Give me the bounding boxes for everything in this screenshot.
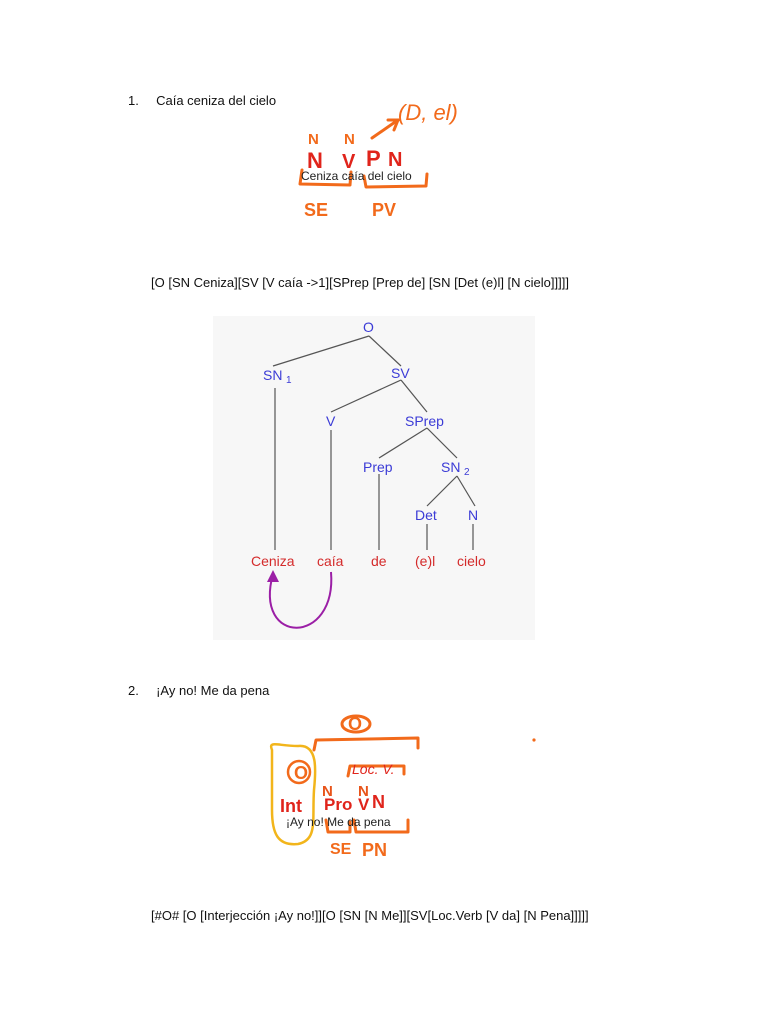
hw-paren-label: (D, el) [398,100,458,125]
handwritten-annotation-2: O O Loc. V. Int N Pro N V N SE PN [269,714,536,860]
tree-leaf: caía [317,553,344,569]
hw-word-label: V [358,795,370,814]
hw-word-label: N [372,792,385,812]
item-number: 2. [128,683,139,698]
sentence-part: ¡Ay no! [286,815,324,829]
item-1-heading: 1. Caía ceniza del cielo [128,93,276,108]
hw-o-label: O [348,714,362,734]
tree-leaf: Ceniza [251,553,295,569]
item-number: 1. [128,93,139,108]
item-title: Caía ceniza del cielo [156,93,277,108]
tree-leaf: cielo [457,553,486,569]
tree-node-sn1: SN [263,367,282,383]
bracket-notation-2: [#O# [O [Interjección ¡Ay no!]][O [SN [N… [151,908,589,923]
hw-o-label: O [294,763,308,783]
item-2-heading: 2. ¡Ay no! Me da pena [128,683,269,698]
hw-locv-label: Loc. V. [352,761,395,777]
tree-node-det: Det [415,507,437,523]
tree-node-sprep: SPrep [405,413,444,429]
handwritten-annotation-1: N N N V P N (D, el) SE PV [298,100,458,220]
hw-top-label: N [344,131,355,148]
hw-word-label: N [388,149,402,171]
tree-node-sv: SV [391,365,410,381]
hw-top-label: N [308,131,319,148]
syntax-tree-panel: O SN 1 SV V SPrep Prep SN 2 Det N Ceniza… [213,316,535,640]
annotated-sentence-2: ¡Ay no! Me da pena [286,815,391,829]
movement-arrow [268,571,333,629]
hw-word-label: Pro [324,795,352,814]
hw-group-label: PV [372,200,396,220]
sentence-part: Me da pena [327,815,391,829]
hw-group-label: SE [330,841,352,858]
tree-node-sn2: SN [441,459,460,475]
hw-word-label: P [366,146,381,171]
tree-node-o: O [363,319,374,335]
item-title: ¡Ay no! Me da pena [156,683,270,698]
tree-leaf: de [371,553,387,569]
annotated-sentence-1: Ceniza caía del cielo [301,169,412,183]
hw-group-label: PN [362,840,387,860]
arrow-head-icon [267,570,279,582]
hw-dot [532,738,536,742]
hw-word-label: V [342,151,356,173]
bracket-notation-1: [O [SN Ceniza][SV [V caía ->1][SPrep [Pr… [151,275,569,290]
tree-node-prep: Prep [363,459,393,475]
hw-o-top [340,714,372,734]
hw-word-label: N [307,148,323,173]
tree-node-n: N [468,507,478,523]
tree-leaf: (e)l [415,553,435,569]
hw-o-circle [286,759,312,785]
hw-word-label: Int [280,796,302,816]
hw-oval [269,743,317,846]
syntax-tree: O SN 1 SV V SPrep Prep SN 2 Det N Ceniza… [251,319,486,629]
tree-node-sn1-sub: 1 [286,375,292,386]
tree-node-sn2-sub: 2 [464,467,470,478]
hw-group-label: SE [304,200,328,220]
tree-node-v: V [326,413,336,429]
hw-word-label: N [358,783,369,800]
hw-word-label: N [322,783,333,800]
